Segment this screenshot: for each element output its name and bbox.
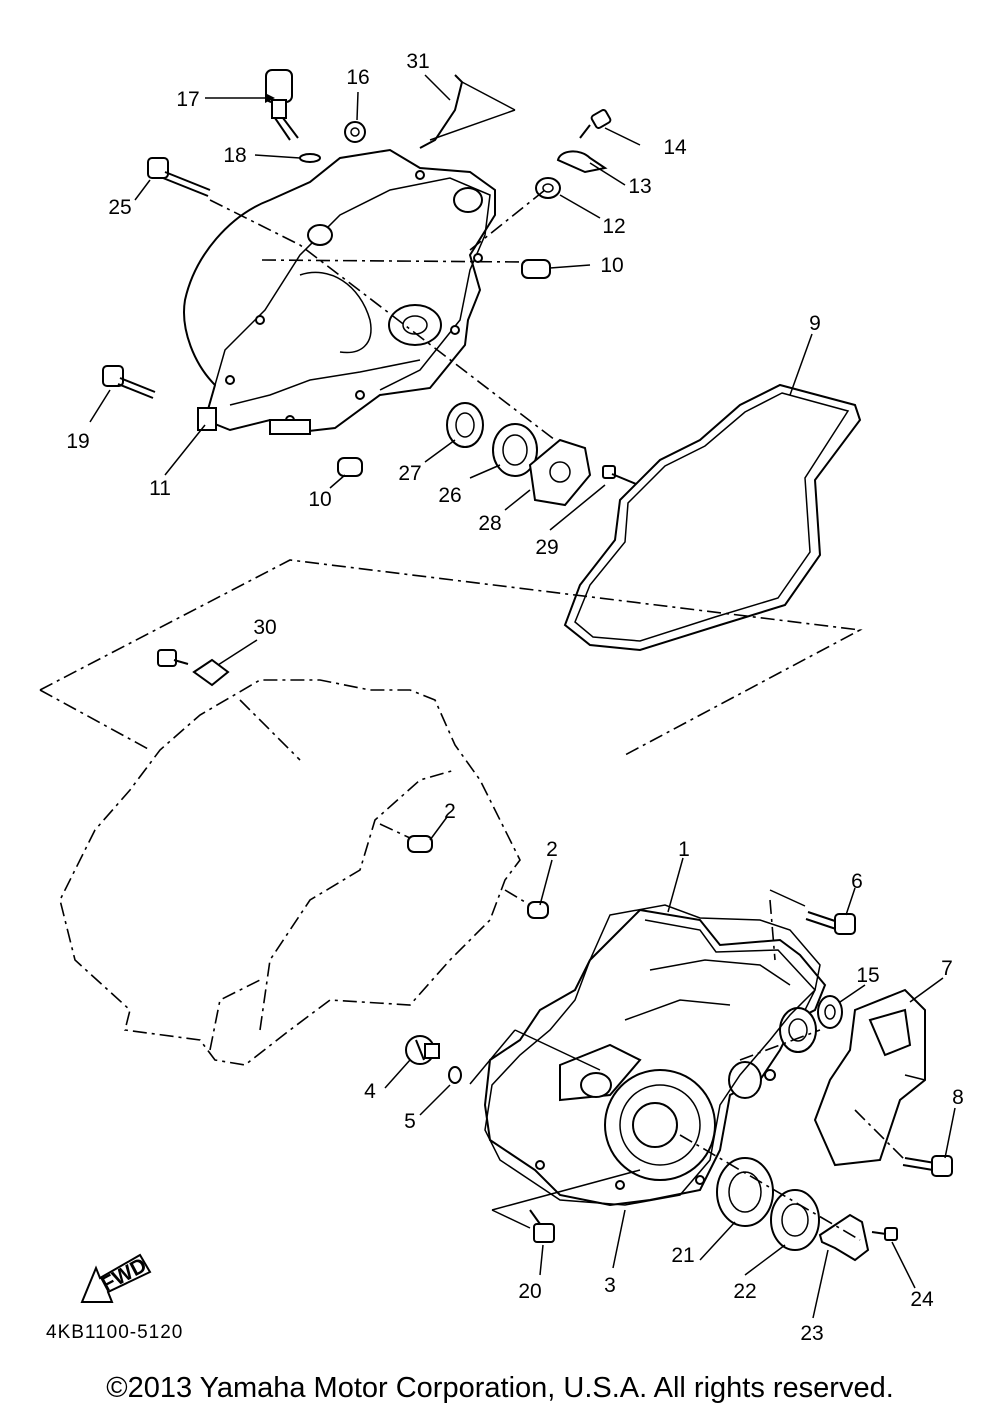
callout-7: 7 [941,957,953,980]
bolt-30 [157,649,230,687]
dowel-pin-2a [407,835,433,853]
bearings-lower [716,1157,898,1262]
bolt-8 [902,1155,953,1177]
crankcase-cover-lower [483,908,827,1207]
callout-15: 15 [856,964,879,987]
callout-8: 8 [952,1086,964,1109]
callout-2a: 2 [444,800,456,823]
callout-31: 31 [406,50,429,73]
copyright-notice: ©2013 Yamaha Motor Corporation, U.S.A. A… [106,1372,894,1404]
dowel-pin-10 [337,457,363,477]
callout-17: 17 [176,88,199,111]
fwd-label: FWD [98,1254,151,1297]
callout-18: 18 [223,144,246,167]
callout-16: 16 [346,66,369,89]
bolt-25 [147,157,211,197]
callout-9: 9 [809,312,821,335]
callout-10a: 10 [600,254,623,277]
callout-12: 12 [602,215,625,238]
oil-seal-15 [817,995,843,1029]
callout-6: 6 [851,870,863,893]
callout-29: 29 [535,536,558,559]
crankcase-outline [39,559,863,1066]
callout-28: 28 [478,512,501,535]
oil-dipstick [265,69,321,163]
callout-5: 5 [404,1110,416,1133]
callout-13: 13 [628,175,651,198]
callout-4: 4 [364,1080,376,1103]
crankcase-cover-upper [183,148,496,435]
callout-27: 27 [398,462,421,485]
callout-1: 1 [678,838,690,861]
fwd-arrow-icon: FWD [80,1254,152,1303]
dowel-pin-2b [527,901,549,919]
catalog-code: 4KB1100-5120 [46,1322,184,1343]
oil-seal-16 [344,121,366,143]
callout-22: 22 [733,1280,756,1303]
callout-26: 26 [438,484,461,507]
callout-11: 11 [149,477,171,500]
cover-gasket-9 [563,383,862,652]
callout-25: 25 [108,196,131,219]
bolt-20 [529,1209,555,1243]
small-parts-upper-right [521,109,612,279]
callout-21: 21 [671,1244,694,1267]
bolt-6 [805,911,856,935]
callout-10b: 10 [308,488,331,511]
callout-30: 30 [253,616,276,639]
callout-3: 3 [604,1274,616,1297]
cover-gasket-1 [484,904,821,1206]
callout-24: 24 [910,1288,934,1311]
cover-7 [813,988,926,1167]
callout-14: 14 [663,136,687,159]
bolt-19 [102,365,156,399]
callout-labels: 1 2 2 3 4 5 6 7 8 9 10 10 11 12 13 14 15… [66,50,964,1345]
callout-leaders [89,74,956,1319]
bearings-upper [446,402,637,507]
callout-19: 19 [66,430,89,453]
callout-20: 20 [518,1280,541,1303]
callout-2b: 2 [546,838,558,861]
drain-plug-4 [405,1035,462,1084]
callout-23: 23 [800,1322,823,1345]
hose-guide [419,74,464,149]
